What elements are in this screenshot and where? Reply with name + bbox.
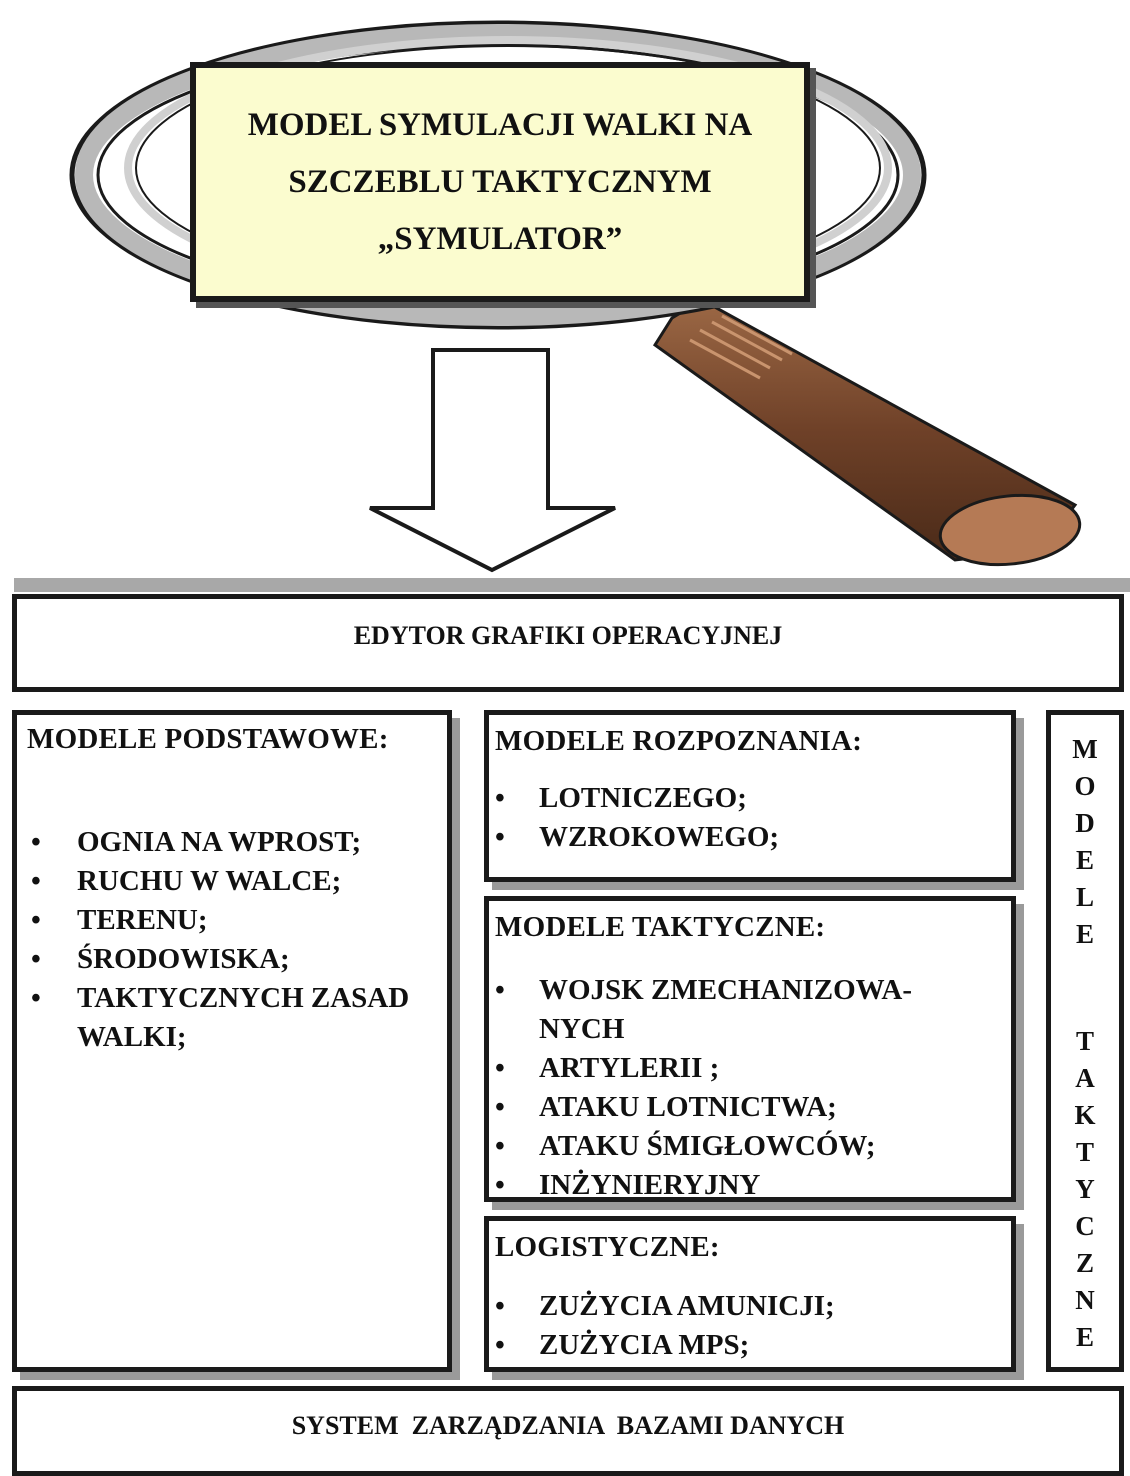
list-item: OGNIA NA WPROST; — [17, 823, 409, 862]
logistic-models-heading: LOGISTYCZNE: — [495, 1231, 720, 1263]
recon-models-list: LOTNICZEGO; WZROKOWEGO; — [489, 779, 779, 857]
tactical-models-heading: MODELE TAKTYCZNE: — [495, 911, 826, 943]
lens-ring-outer — [69, 20, 927, 330]
basic-models-list: OGNIA NA WPROST; RUCHU W WALCE; TERENU; … — [17, 823, 409, 1057]
basic-models-panel: MODELE PODSTAWOWE: OGNIA NA WPROST; RUCH… — [12, 710, 452, 1372]
list-item: ATAKU ŚMIGŁOWCÓW; — [489, 1127, 912, 1166]
recon-models-panel: MODELE ROZPOZNANIA: LOTNICZEGO; WZROKOWE… — [484, 710, 1016, 882]
list-item: TAKTYCZNYCH ZASAD — [17, 979, 409, 1018]
side-label-word-1: M O D E L E — [1072, 734, 1098, 949]
side-label-word-2: T A K T Y C Z N E — [1074, 1026, 1096, 1352]
list-item: LOTNICZEGO; — [489, 779, 779, 818]
database-label: SYSTEM ZARZĄDZANIA BAZAMI DANYCH — [291, 1411, 845, 1440]
list-item: ZUŻYCIA MPS; — [489, 1326, 835, 1365]
list-item: ŚRODOWISKA; — [17, 940, 409, 979]
list-item: WOJSK ZMECHANIZOWA- — [489, 971, 912, 1010]
title-line-2: SZCZEBLU TAKTYCZNYM — [288, 163, 712, 200]
list-item: ATAKU LOTNICTWA; — [489, 1088, 912, 1127]
list-item-continuation: NYCH — [539, 1013, 625, 1045]
database-panel: SYSTEM ZARZĄDZANIA BAZAMI DANYCH — [12, 1386, 1124, 1476]
logistic-models-panel: LOGISTYCZNE: ZUŻYCIA AMUNICJI; ZUŻYCIA M… — [484, 1216, 1016, 1372]
magnifier-handle — [652, 298, 1082, 567]
list-item: ZUŻYCIA AMUNICJI; — [489, 1287, 835, 1326]
list-item-continuation: WALKI; — [77, 1021, 187, 1053]
magnifier-illustration — [69, 20, 1082, 573]
down-arrow — [369, 348, 616, 573]
title-line-3: „SYMULATOR” — [377, 220, 623, 257]
title-line-1: MODEL SYMULACJI WALKI NA — [247, 106, 753, 143]
list-item: INŻYNIERYJNY — [489, 1166, 912, 1205]
logistic-models-list: ZUŻYCIA AMUNICJI; ZUŻYCIA MPS; — [489, 1287, 835, 1365]
basic-models-heading: MODELE PODSTAWOWE: — [27, 723, 389, 755]
list-item: RUCHU W WALCE; — [17, 862, 409, 901]
editor-label: EDYTOR GRAFIKI OPERACYJNEJ — [353, 621, 783, 650]
tactical-models-panel: MODELE TAKTYCZNE: WOJSK ZMECHANIZOWA- NY… — [484, 896, 1016, 1205]
list-item: TERENU; — [17, 901, 409, 940]
side-label-panel: M O D E L E T A K T Y C Z N E — [1046, 710, 1124, 1372]
recon-models-heading: MODELE ROZPOZNANIA: — [495, 725, 863, 757]
simulator-title-box: MODEL SYMULACJI WALKI NA SZCZEBLU TAKTYC… — [190, 62, 810, 302]
top-rule — [14, 578, 1130, 592]
list-item: ARTYLERII ; — [489, 1049, 912, 1088]
list-item: WZROKOWEGO; — [489, 818, 779, 857]
tactical-models-list: WOJSK ZMECHANIZOWA- NYCH ARTYLERII ; ATA… — [489, 971, 912, 1205]
editor-panel: EDYTOR GRAFIKI OPERACYJNEJ — [12, 594, 1124, 692]
